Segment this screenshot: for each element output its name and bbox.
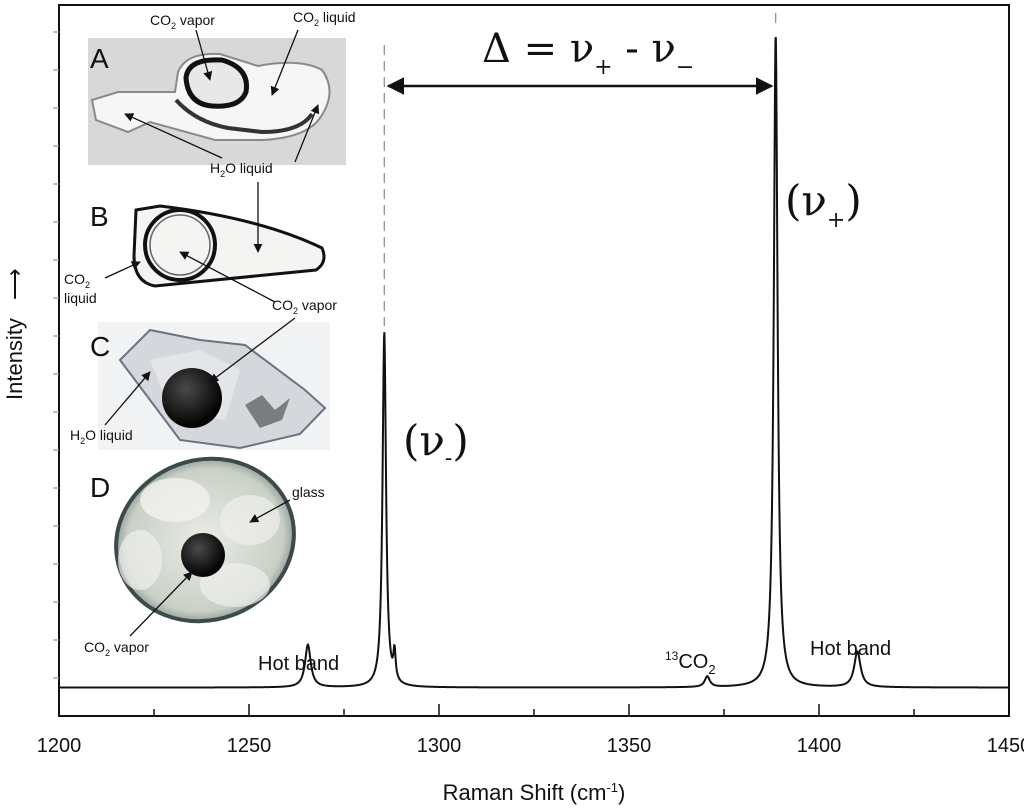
x-axis-ticks: 1200 1250 1300 1350 1400 1450 bbox=[37, 704, 1024, 757]
svg-text:CO2: CO2 bbox=[64, 271, 90, 290]
svg-text:H2O liquid: H2O liquid bbox=[210, 160, 273, 179]
inset-panel-d: D glass CO2 vapor bbox=[84, 456, 325, 658]
hot-band-left-label: Hot band bbox=[258, 653, 339, 675]
svg-text:A: A bbox=[90, 43, 109, 74]
inset-panel-a: A CO2 vapor CO2 liquid H2O liquid bbox=[88, 9, 356, 179]
svg-text:C: C bbox=[90, 331, 110, 362]
inset-panel-c: C H2O liquid bbox=[70, 317, 330, 450]
x-tick-label: 1250 bbox=[227, 735, 272, 757]
spectrum-line bbox=[59, 36, 1009, 689]
y-axis-title: Intensity ⟶ bbox=[2, 268, 27, 400]
y-axis-ticks bbox=[53, 31, 59, 679]
nu-minus-label: (ν-) bbox=[403, 416, 469, 471]
svg-text:liquid: liquid bbox=[64, 290, 97, 306]
svg-text:Intensity: Intensity bbox=[2, 318, 27, 400]
nu-plus-label: (ν+) bbox=[785, 176, 862, 233]
svg-text:CO2 vapor: CO2 vapor bbox=[150, 12, 215, 31]
x-tick-label: 1450 bbox=[987, 735, 1024, 757]
x-tick-label: 1200 bbox=[37, 735, 82, 757]
x-tick-label: 1400 bbox=[797, 735, 842, 757]
x-axis-title: Raman Shift (cm-1) bbox=[443, 780, 626, 805]
svg-text:CO2 vapor: CO2 vapor bbox=[272, 297, 337, 316]
x-tick-label: 1300 bbox=[417, 735, 462, 757]
delta-label: Δ = ν+ - ν− bbox=[482, 26, 694, 80]
hot-band-right-label: Hot band bbox=[810, 638, 891, 660]
svg-text:D: D bbox=[90, 472, 110, 503]
inset-panel-b: B CO2 liquid CO2 vapor bbox=[64, 182, 337, 316]
svg-text:H2O liquid: H2O liquid bbox=[70, 427, 133, 446]
svg-text:CO2 liquid: CO2 liquid bbox=[293, 9, 356, 28]
x-tick-label: 1350 bbox=[607, 735, 652, 757]
svg-text:CO2 vapor: CO2 vapor bbox=[84, 639, 149, 658]
svg-text:glass: glass bbox=[292, 484, 325, 500]
svg-text:⟶: ⟶ bbox=[2, 268, 27, 300]
c13-co2-label: 13CO2 bbox=[665, 649, 716, 677]
svg-text:B: B bbox=[90, 201, 109, 232]
